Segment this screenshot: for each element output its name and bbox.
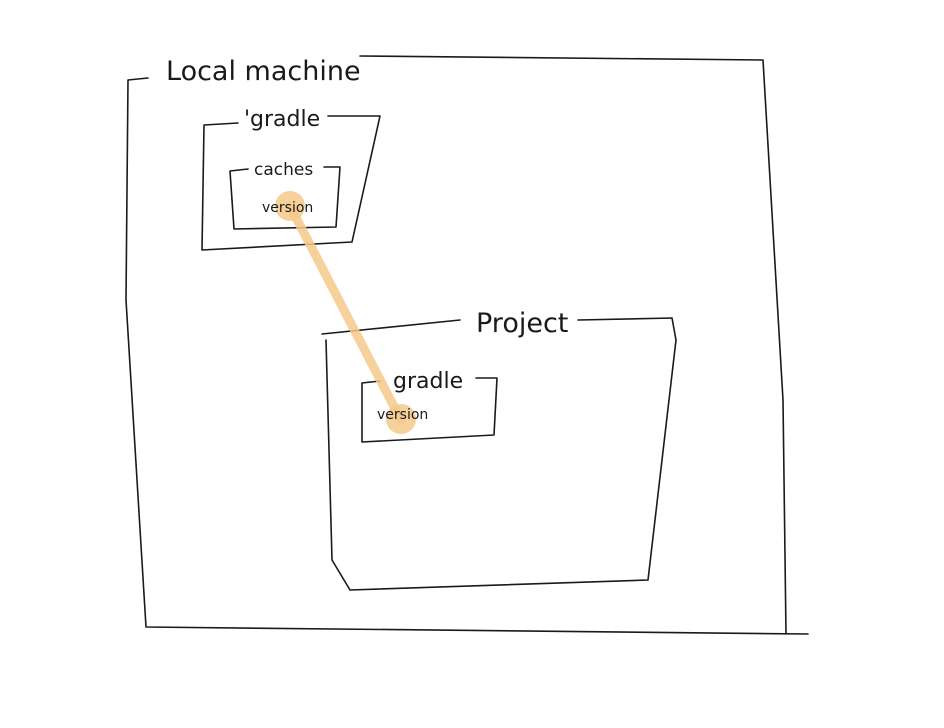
cache-version-label: version [262,200,313,216]
cache-version-highlight [275,191,305,221]
project-gradle-label: gradle [393,369,463,394]
home-gradle-border [201,115,381,251]
project-container: Project [321,308,677,591]
project-gradle-border [361,377,498,443]
caches-border [229,166,341,230]
project-label: Project [476,308,568,339]
caches-label: caches [254,160,313,180]
home-gradle-label: 'gradle [244,107,320,132]
version-link-line [285,201,406,425]
project-border [321,317,677,591]
project-gradle-container: gradle [361,369,498,443]
local-machine-label: Local machine [166,56,361,87]
project-version-label: version [377,407,428,423]
home-gradle-container: 'gradle [201,107,381,251]
caches-container: caches [229,160,341,230]
local-machine-border [125,55,809,635]
project-version-highlight [386,404,416,434]
version-link [275,191,416,434]
local-machine-container: Local machine [125,55,809,635]
